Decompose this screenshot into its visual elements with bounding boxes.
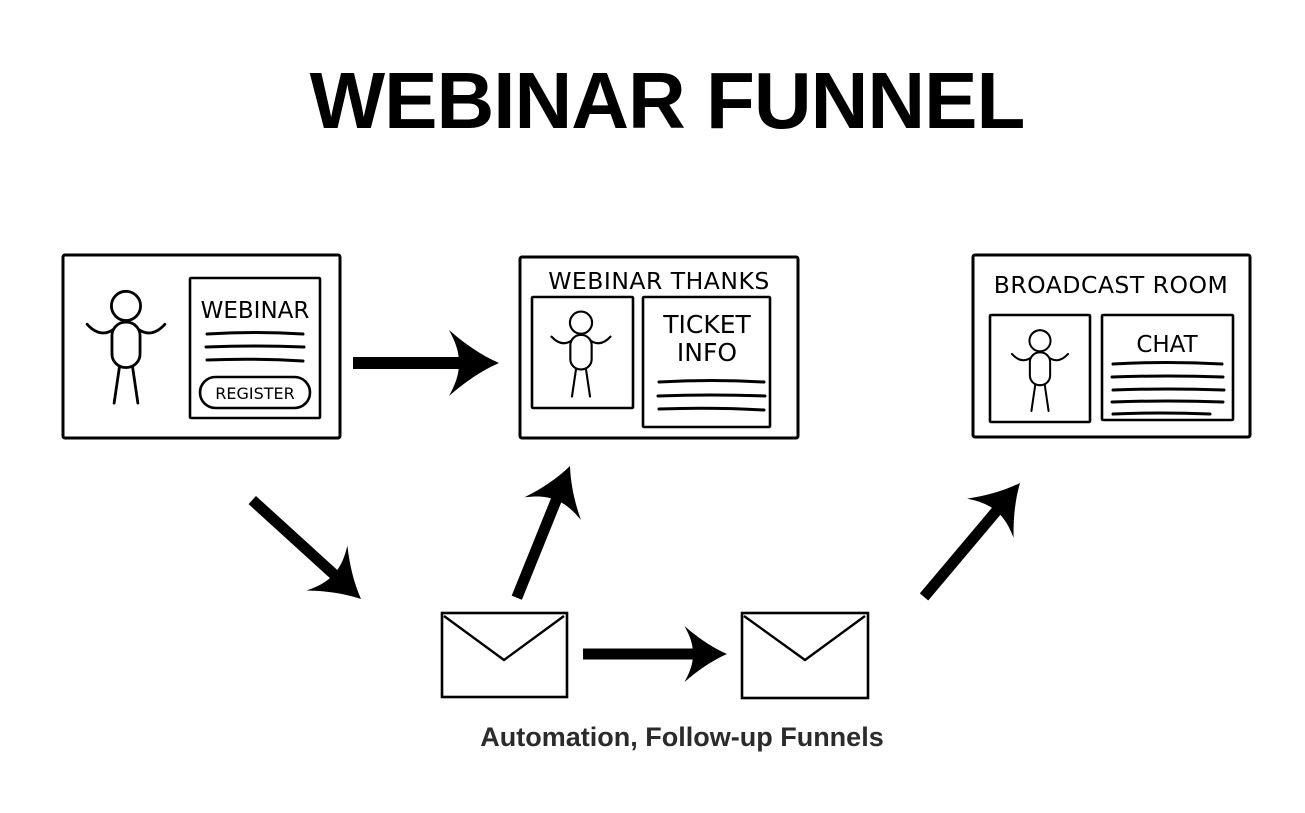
arrow-email1-to-thanks-icon: [511, 454, 599, 600]
registration-page-node: WEBINAR REGISTER: [61, 253, 342, 440]
envelope-body: [440, 611, 569, 699]
ticket-info-text-lines: [656, 379, 767, 412]
webinar-panel-text-lines: [204, 331, 306, 363]
chat-text-lines: [1110, 361, 1226, 416]
broadcast-room-title: BROADCAST ROOM: [994, 271, 1229, 299]
email-2-envelope-icon: [740, 611, 870, 700]
webinar-panel-heading: WEBINAR: [201, 298, 310, 324]
email-1-envelope-icon: [440, 611, 569, 699]
thanks-page-node: WEBINAR THANKS TICKET INFO: [518, 255, 800, 440]
envelope-body: [740, 611, 870, 700]
register-button-label: REGISTER: [215, 384, 295, 403]
automation-caption: Automation, Follow-up Funnels: [480, 722, 883, 752]
broadcast-room-node: BROADCAST ROOM CHAT: [971, 253, 1252, 439]
ticket-info-label-line1: TICKET: [662, 310, 751, 339]
ticket-info-label-line2: INFO: [677, 338, 737, 367]
chat-panel-label: CHAT: [1136, 332, 1198, 358]
broadcast-video-panel: [988, 313, 1092, 424]
envelope-flap: [743, 615, 866, 662]
thanks-video-panel: [530, 295, 635, 410]
chat-panel: [1100, 313, 1235, 422]
page-title: WEBINAR FUNNEL: [310, 56, 1025, 145]
register-button: [198, 375, 312, 410]
arrow-registration-to-thanks-icon: [353, 330, 499, 396]
arrow-email1-to-email2-icon: [583, 625, 727, 683]
arrow-email2-to-broadcast-icon: [919, 463, 1044, 601]
arrow-registration-to-email1-icon: [248, 495, 382, 622]
envelope-flap: [443, 615, 565, 662]
thanks-page-title: WEBINAR THANKS: [548, 267, 770, 295]
